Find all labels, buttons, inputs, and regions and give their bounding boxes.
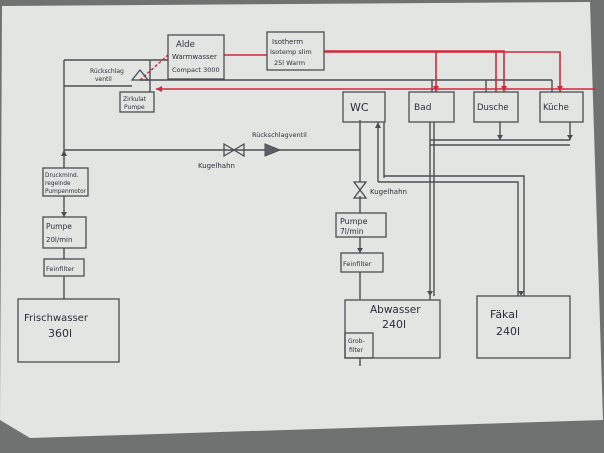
rueckschlag-label: ventil (95, 76, 112, 83)
dusche-box (473, 91, 519, 123)
druckmeter-box (42, 167, 89, 197)
check-valve-mid-icon (264, 143, 282, 157)
hot-water-arrows (156, 86, 563, 92)
kugelhahn-mid-label: Kugelhahn (198, 162, 235, 170)
ball-valve-right-icon (352, 181, 368, 199)
isotherm-label: Isotherm (272, 38, 303, 46)
zirkulat-label: Zirkulat (123, 96, 147, 103)
check-valve-top-icon (130, 68, 150, 81)
frischwasser-label: Frischwasser (24, 313, 89, 324)
isotherm-label: 25l Warm (274, 59, 305, 67)
pumpe-right-label: 7l/min (340, 227, 364, 236)
abwasser-label: Abwasser (370, 304, 421, 316)
grobfilter-box (344, 332, 374, 359)
kueche-label: Küche (543, 103, 569, 113)
druckmeter-label: Pumpenmotor (45, 189, 87, 195)
feinfilter-left-label: Feinfilter (46, 265, 75, 273)
pipe-lines (63, 59, 571, 366)
feinfilter-right-box (340, 252, 384, 273)
rueckschlag-label: Rückschlag (90, 68, 124, 75)
kugelhahn-right-label: Kugelhahn (370, 188, 407, 196)
frischwasser-label: 360l (48, 327, 72, 340)
feinfilter-left-box (43, 258, 85, 277)
kueche-box (539, 91, 584, 123)
faekal-label: Fäkal (490, 308, 518, 321)
zirkulat-box (119, 91, 155, 113)
abwasser-label: 240l (382, 318, 406, 331)
pumpe-left-box (42, 216, 87, 249)
pumpe-left-label: Pumpe (46, 222, 72, 231)
frischwasser-box (17, 298, 120, 363)
zirkulat-label: Pumpe (124, 104, 145, 111)
wc-label: WC (350, 101, 369, 114)
alde-label: Compact 3000 (172, 66, 220, 74)
abwasser-box (344, 299, 441, 359)
pumpe-left-label: 20l/min (46, 236, 72, 244)
dusche-label: Dusche (477, 103, 509, 113)
paper-sheet (0, 2, 603, 438)
druckmeter-label: regelnde (45, 181, 71, 187)
grobfilter-label: filter (349, 347, 363, 354)
isotherm-box (266, 31, 325, 71)
hot-water-lines (156, 50, 596, 92)
pumpe-right-box (335, 212, 387, 238)
faekal-box (476, 295, 571, 359)
pumpe-right-label: Pumpe (340, 217, 368, 226)
isotherm-label: Isotemp slim (270, 48, 312, 56)
bad-label: Bad (414, 103, 431, 113)
flow-arrows (61, 122, 573, 296)
feinfilter-right-label: Feinfilter (343, 260, 372, 268)
alde-label: Alde (176, 40, 195, 50)
grobfilter-label: Grob- (348, 338, 365, 345)
faekal-label: 240l (496, 325, 520, 338)
bad-box (408, 91, 455, 123)
alde-box (167, 34, 225, 80)
wc-box (342, 91, 386, 123)
rueckschlagventil-label: Rückschlagventil (252, 131, 307, 139)
alde-label: Warmwasser (172, 53, 217, 61)
ball-valve-mid-icon (223, 142, 245, 158)
druckmeter-label: Druckmind. (45, 173, 79, 179)
